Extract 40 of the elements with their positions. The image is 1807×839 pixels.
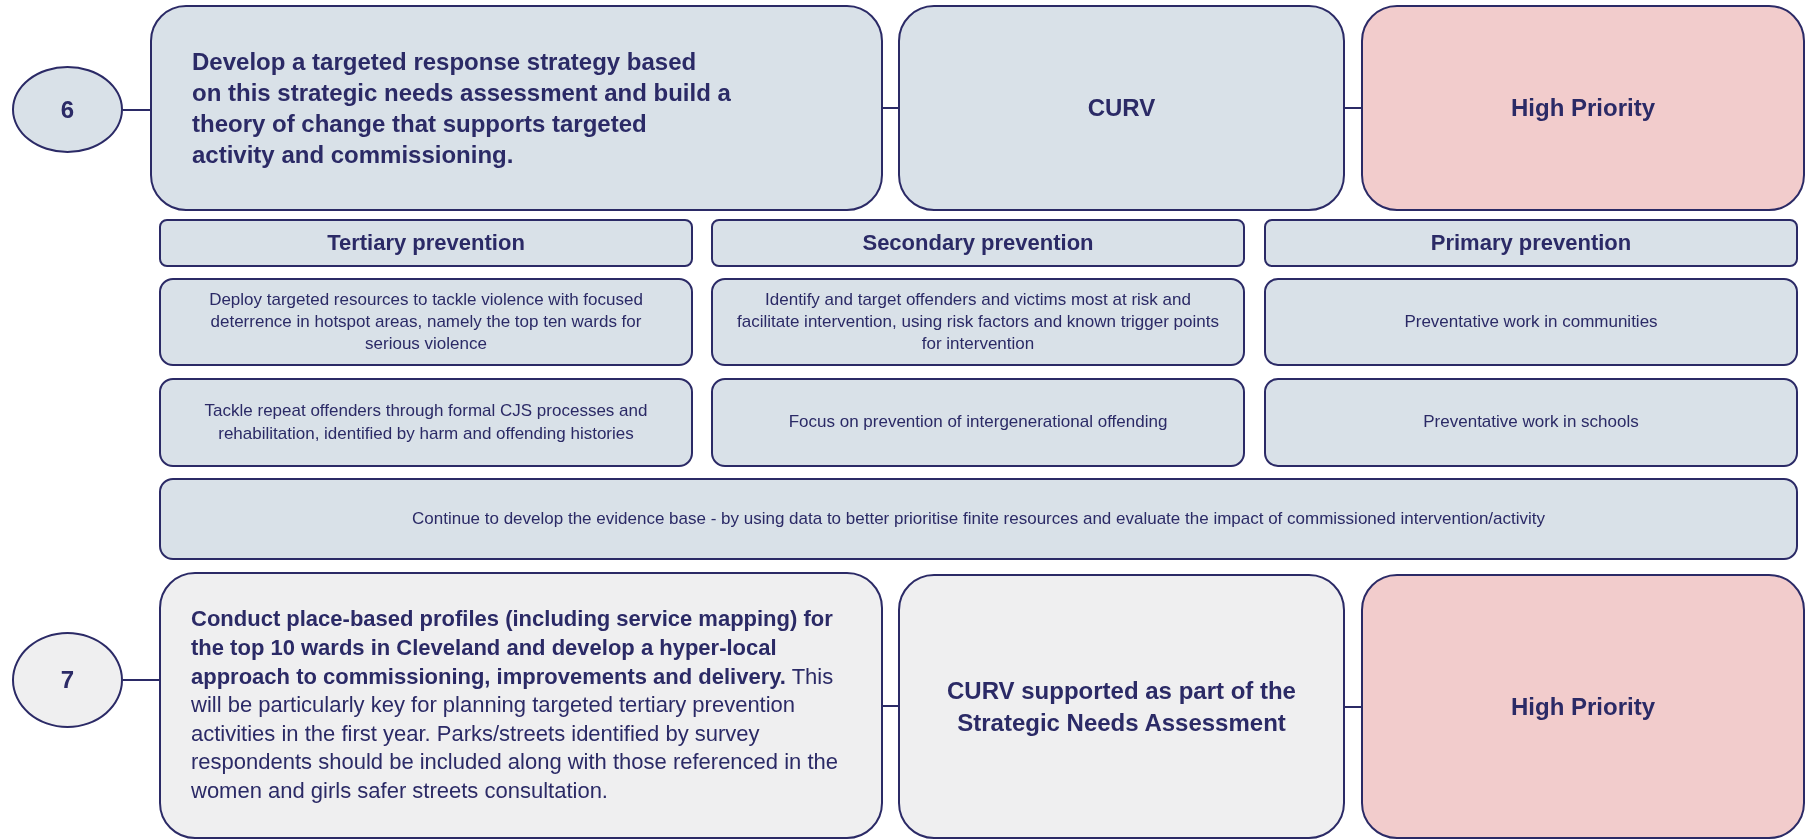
cell-text: Conduct place-based profiles (including service mapping) for the top 10 wards in Cleveland and develop a hyper-local approach to commissioning, improvements and delivery. This will be particularly key for planning targeted tertiary prevention activities in the first year. Parks/streets identified by survey respondents should be included along with those referenced in the women and girls safer streets consultation.	[191, 605, 839, 805]
connector-line	[1344, 706, 1362, 708]
column-header	[711, 219, 1245, 267]
cell-text: High Priority	[1511, 691, 1655, 722]
action-box	[150, 5, 883, 211]
table-cell	[1264, 278, 1798, 366]
cell-text: CURV	[1087, 93, 1156, 124]
connector-line	[882, 705, 899, 707]
cell-text: Identify and target offenders and victims most at risk and facilitate intervention, using risk factors and known trigger points for intervention	[736, 288, 1220, 356]
table-cell	[1264, 378, 1798, 467]
cell-text: Preventative work in communities	[1404, 310, 1658, 333]
table-cell	[159, 478, 1798, 560]
cell-text: Develop a targeted response strategy based on this strategic needs assessment and build a theory of change that supports targeted activity and commissioning.	[192, 46, 731, 171]
table-cell	[711, 378, 1245, 467]
table-cell	[159, 378, 693, 467]
column-heading: Primary prevention	[1430, 228, 1632, 257]
cell-text: Focus on prevention of intergenerational offending	[788, 411, 1168, 434]
cell-text: Continue to develop the evidence base - by using data to better prioritise finite resources and evaluate the impact of commissioned intervention/activity	[412, 507, 1545, 530]
column-header	[159, 219, 693, 267]
cell-text: CURV supported as part of the Strategic Needs Assessment	[946, 676, 1297, 738]
connector-line	[122, 109, 151, 111]
cell-text: Deploy targeted resources to tackle violence with focused deterrence in hotspot areas, namely the top ten wards for serious violence	[208, 288, 644, 356]
table-cell	[711, 278, 1245, 366]
column-heading: Secondary prevention	[862, 228, 1094, 257]
cell-text: High Priority	[1511, 93, 1655, 124]
cell-text: Tackle repeat offenders through formal CJS processes and rehabilitation, identified by harm and offending histories	[203, 400, 649, 445]
connector-line	[122, 679, 160, 681]
connector-line	[882, 107, 899, 109]
step-number: 6	[60, 94, 75, 125]
connector-line	[1344, 107, 1362, 109]
priority-box	[1361, 5, 1805, 211]
step-number: 7	[60, 665, 75, 696]
cell-text: Preventative work in schools	[1423, 411, 1639, 434]
priority-box	[1361, 574, 1805, 839]
action-box	[159, 572, 883, 839]
column-header	[1264, 219, 1798, 267]
owner-box	[898, 574, 1345, 839]
table-cell	[159, 278, 693, 366]
column-heading: Tertiary prevention	[327, 228, 525, 257]
owner-box	[898, 5, 1345, 211]
